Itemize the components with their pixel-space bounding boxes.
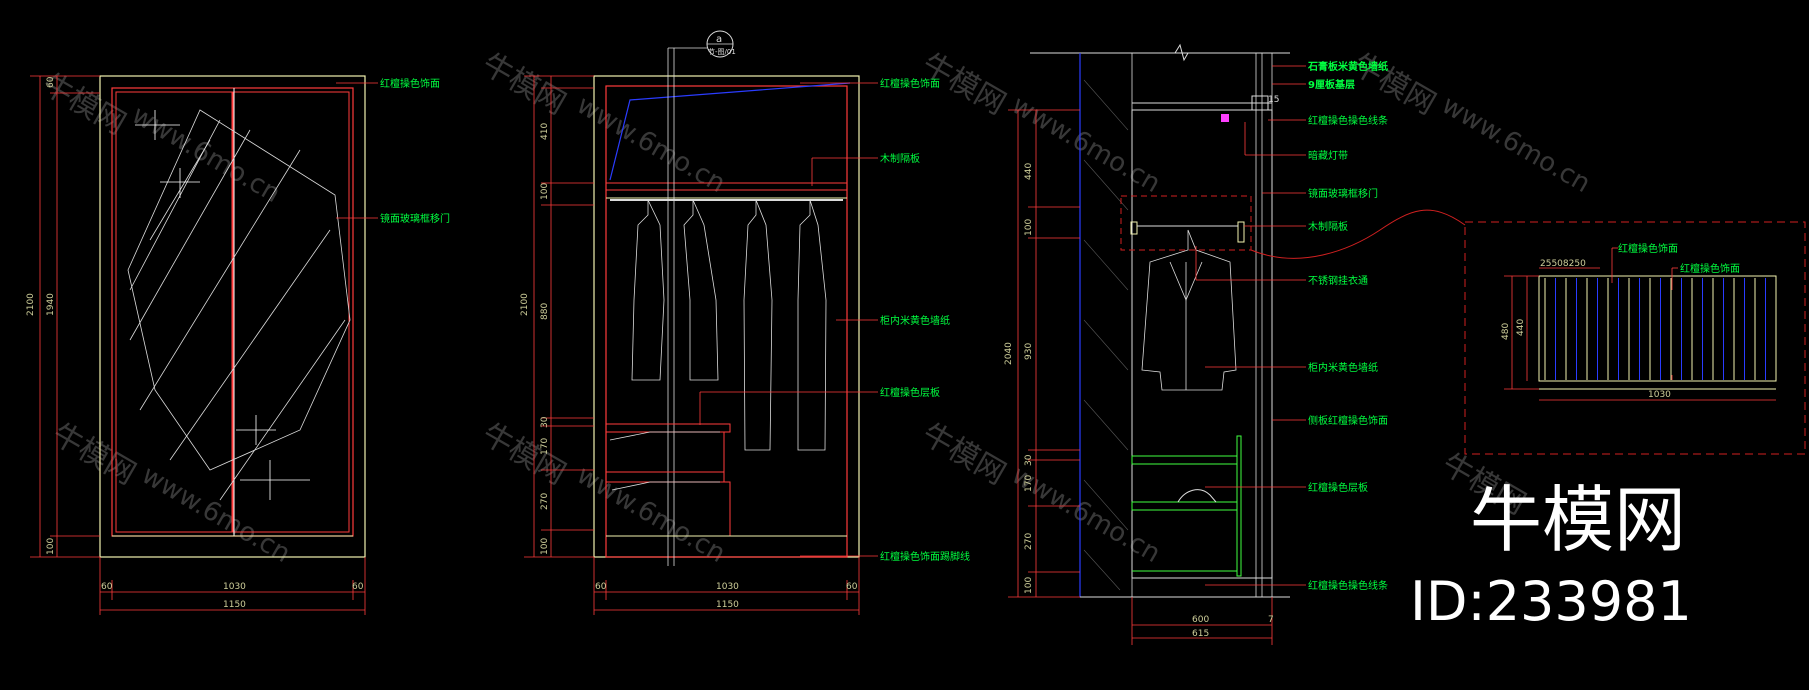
dim-width-inner: 1030 bbox=[223, 582, 246, 592]
detail-stripes bbox=[1544, 278, 1766, 380]
detail-note-finish: 红檀操色饰面 bbox=[1618, 242, 1678, 255]
dim-880: 880 bbox=[540, 303, 550, 320]
detail-note-finish-2: 红檀操色饰面 bbox=[1680, 262, 1740, 275]
dim-width-side-right: 60 bbox=[352, 582, 364, 592]
section-marker-sub: 节-图/01 bbox=[708, 48, 736, 56]
dim-170: 170 bbox=[1024, 475, 1034, 492]
dim-height-bottom: 100 bbox=[46, 538, 56, 555]
dim-30: 30 bbox=[1024, 454, 1034, 466]
note-finish: 红檀操色饰面 bbox=[380, 77, 440, 90]
dim-width-inner: 1030 bbox=[716, 582, 739, 592]
note-trim-line-bottom: 红檀操色操色线条 bbox=[1308, 579, 1388, 592]
dim-600: 600 bbox=[1192, 615, 1209, 625]
note-shelf-board: 红檀操色层板 bbox=[880, 386, 940, 399]
dim-440: 440 bbox=[1024, 163, 1034, 180]
dim-height-total: 2100 bbox=[26, 293, 36, 316]
note-wood-shelf: 木制隔板 bbox=[1308, 220, 1348, 233]
detail-dim-height-inner: 440 bbox=[1516, 319, 1526, 336]
note-plywood-base: 9厘板基层 bbox=[1308, 78, 1355, 91]
dim-410: 410 bbox=[540, 123, 550, 140]
note-skirting: 红檀操色饰面踢脚线 bbox=[880, 550, 970, 563]
dim-100b: 100 bbox=[540, 538, 550, 555]
section-view: 2040 440 100 930 30 170 270 100 600 615 … bbox=[1004, 43, 1466, 645]
dim-170: 170 bbox=[540, 438, 550, 455]
detail-dim-height-outer: 480 bbox=[1501, 323, 1511, 340]
section-marker-letter: a bbox=[716, 34, 722, 45]
brand-name: 牛模网 bbox=[1470, 478, 1686, 562]
dim-15: 15 bbox=[1268, 95, 1279, 105]
note-mirror-door: 镜面玻璃框移门 bbox=[380, 212, 450, 225]
dim-100b: 100 bbox=[1024, 577, 1034, 594]
note-gypsum-wallpaper: 石膏板米黄色墙纸 bbox=[1307, 60, 1388, 73]
dim-270: 270 bbox=[540, 493, 550, 510]
dim-width-side-left: 60 bbox=[101, 582, 113, 592]
dim-width-total: 1150 bbox=[716, 600, 739, 610]
note-trim-line: 红檀操色操色线条 bbox=[1308, 114, 1388, 127]
dim-height-top: 60 bbox=[46, 76, 56, 88]
note-wood-shelf: 木制隔板 bbox=[880, 152, 920, 165]
note-wallpaper: 柜内米黄色墙纸 bbox=[1308, 361, 1378, 374]
detail-dim-small: 25508250 bbox=[1540, 259, 1586, 269]
dim-930: 930 bbox=[1024, 343, 1034, 360]
note-shelf-board: 红檀操色层板 bbox=[1308, 481, 1368, 494]
dim-height-total: 2040 bbox=[1004, 342, 1014, 365]
dim-30: 30 bbox=[540, 416, 550, 428]
dim-100: 100 bbox=[1024, 219, 1034, 236]
detail-dim-width: 1030 bbox=[1648, 390, 1671, 400]
dim-height-total: 2100 bbox=[520, 293, 530, 316]
left-elevation: 2100 1940 60 100 1030 1150 60 60 红檀操色饰面 … bbox=[26, 75, 450, 615]
dim-width-side-left: 60 bbox=[595, 582, 607, 592]
dim-7: 7 bbox=[1268, 615, 1274, 625]
middle-elevation: a 节-图/01 bbox=[520, 30, 970, 615]
note-side-panel: 侧板红檀操色饰面 bbox=[1308, 414, 1388, 427]
brand-id: ID:233981 bbox=[1410, 570, 1692, 633]
note-steel-rod: 不锈钢挂衣通 bbox=[1308, 274, 1368, 287]
note-hidden-light: 暗藏灯带 bbox=[1308, 149, 1348, 162]
detail-view: 红檀操色饰面 红檀操色饰面 25508250 480 440 1030 bbox=[1464, 221, 1806, 455]
dim-270: 270 bbox=[1024, 533, 1034, 550]
dim-width-total: 1150 bbox=[223, 600, 246, 610]
dim-height-glass: 1940 bbox=[46, 293, 56, 316]
note-mirror-door: 镜面玻璃框移门 bbox=[1308, 187, 1378, 200]
dim-width-side-right: 60 bbox=[846, 582, 858, 592]
note-wallpaper: 柜内米黄色墙纸 bbox=[880, 314, 950, 327]
dim-615: 615 bbox=[1192, 629, 1209, 639]
note-finish: 红檀操色饰面 bbox=[880, 77, 940, 90]
dim-100a: 100 bbox=[540, 183, 550, 200]
